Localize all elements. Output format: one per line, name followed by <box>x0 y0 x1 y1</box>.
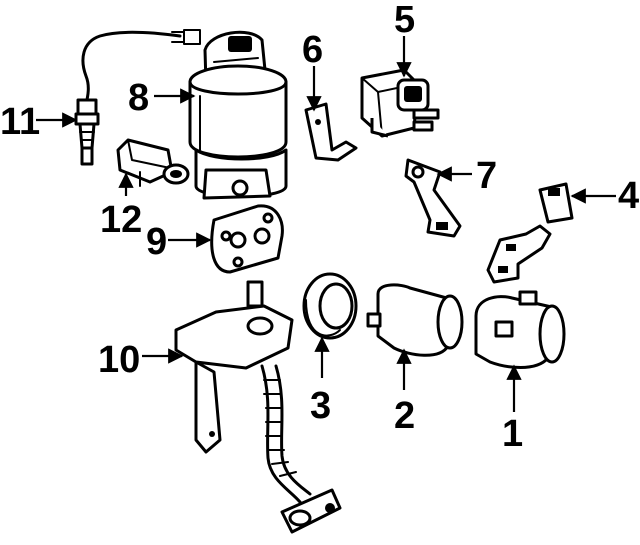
canister-bracket <box>486 224 552 284</box>
part-10-egr-pipe <box>174 280 342 534</box>
callout-8: 8 <box>128 77 149 119</box>
part-6-bracket <box>304 102 358 162</box>
part-11-oxygen-sensor <box>74 29 201 166</box>
part-8-egr-valve <box>188 30 288 200</box>
callout-2: 2 <box>394 395 415 437</box>
part-1-canister <box>474 290 566 369</box>
part-5-solenoid <box>360 68 440 138</box>
callout-1: 1 <box>502 413 523 455</box>
callout-7: 7 <box>476 155 497 197</box>
callout-11: 11 <box>0 101 40 143</box>
part-12-sensor <box>116 138 190 187</box>
callout-6: 6 <box>302 29 323 71</box>
part-9-gasket <box>210 204 284 274</box>
part-2-canister <box>366 283 464 357</box>
part-7-bracket <box>404 158 462 238</box>
part-4-connector <box>538 182 574 224</box>
leader-lines <box>36 36 616 412</box>
part-3-seal <box>302 272 358 340</box>
callout-12: 12 <box>100 199 142 241</box>
callout-labels: 11 8 6 5 7 4 12 9 10 3 2 1 <box>0 0 639 455</box>
callout-10: 10 <box>98 339 140 381</box>
callout-5: 5 <box>394 0 415 41</box>
callout-4: 4 <box>618 175 639 217</box>
callout-9: 9 <box>146 221 167 263</box>
callout-3: 3 <box>310 385 331 427</box>
